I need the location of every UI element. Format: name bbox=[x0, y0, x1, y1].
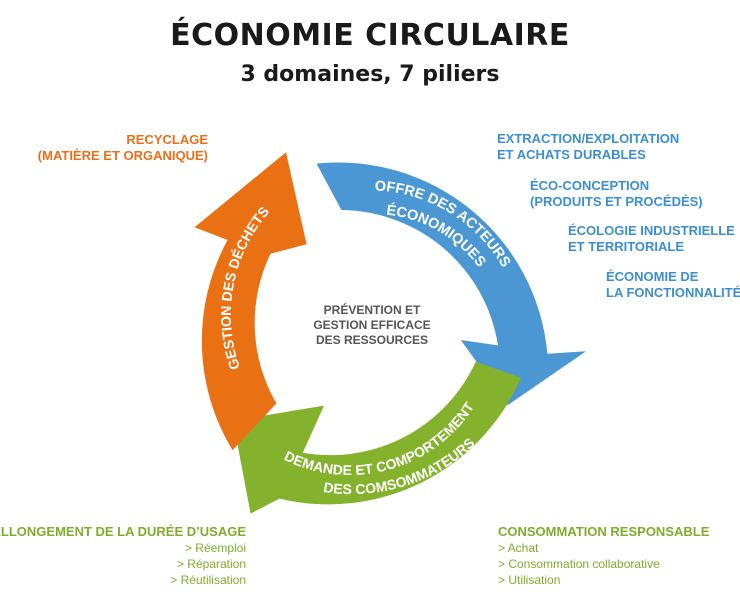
pillar-fonctionnalite-line2: LA FONCTIONNALITÉ bbox=[606, 285, 740, 300]
pillar-recyclage-line1: RECYCLAGE bbox=[126, 132, 208, 147]
pillar-recyclage: RECYCLAGE (MATIÈRE ET ORGANIQUE) bbox=[38, 132, 208, 164]
pillar-allongement: ALLONGEMENT DE LA DURÉE D’USAGE > Réempl… bbox=[0, 524, 246, 588]
pillar-consommation-item: > Achat bbox=[498, 541, 539, 555]
dechets-arrow bbox=[194, 152, 307, 451]
pillar-consommation-item: > Utilisation bbox=[498, 573, 561, 587]
pillar-fonctionnalite-line1: ÉCONOMIE DE bbox=[606, 269, 699, 284]
pillar-consommation-item: > Consommation collaborative bbox=[498, 557, 660, 571]
center-line-3: DES RESSOURCES bbox=[315, 333, 429, 347]
pillar-ecologie-line1: ÉCOLOGIE INDUSTRIELLE bbox=[568, 223, 735, 238]
pillar-allongement-item: > Réutilisation bbox=[170, 573, 246, 587]
page-title: ÉCONOMIE CIRCULAIRE bbox=[170, 18, 570, 53]
center-text: PRÉVENTION ET GESTION EFFICACE DES RESSO… bbox=[290, 303, 454, 348]
offre-arrow bbox=[316, 162, 586, 406]
pillar-eco-conception: ÉCO-CONCEPTION (PRODUITS ET PROCÉDÉS) bbox=[530, 178, 703, 210]
pillar-recyclage-line2: (MATIÈRE ET ORGANIQUE) bbox=[37, 148, 208, 163]
pillar-eco-conception-line1: ÉCO-CONCEPTION bbox=[530, 178, 650, 193]
pillar-eco-conception-line2: (PRODUITS ET PROCÉDÉS) bbox=[530, 194, 703, 209]
pillar-ecologie-line2: ET TERRITORIALE bbox=[568, 239, 685, 254]
pillar-allongement-item: > Réparation bbox=[176, 557, 246, 571]
center-line-1: PRÉVENTION ET bbox=[323, 303, 421, 317]
center-line-2: GESTION EFFICACE bbox=[313, 318, 431, 332]
pillar-allongement-item: > Réemploi bbox=[184, 541, 246, 555]
page-subtitle: 3 domaines, 7 piliers bbox=[240, 62, 500, 87]
pillar-extraction-line1: EXTRACTION/EXPLOITATION bbox=[497, 131, 680, 146]
pillar-consommation-title: CONSOMMATION RESPONSABLE bbox=[498, 524, 710, 539]
pillar-extraction-line2: ET ACHATS DURABLES bbox=[497, 147, 646, 162]
pillar-fonctionnalite: ÉCONOMIE DE LA FONCTIONNALITÉ bbox=[606, 269, 740, 301]
pillar-allongement-title: ALLONGEMENT DE LA DURÉE D’USAGE bbox=[0, 524, 246, 539]
pillar-ecologie-industrielle: ÉCOLOGIE INDUSTRIELLE ET TERRITORIALE bbox=[568, 223, 735, 255]
pillar-extraction: EXTRACTION/EXPLOITATION ET ACHATS DURABL… bbox=[497, 131, 679, 163]
demande-arrow bbox=[233, 361, 521, 514]
pillar-consommation: CONSOMMATION RESPONSABLE > Achat > Conso… bbox=[498, 524, 709, 588]
